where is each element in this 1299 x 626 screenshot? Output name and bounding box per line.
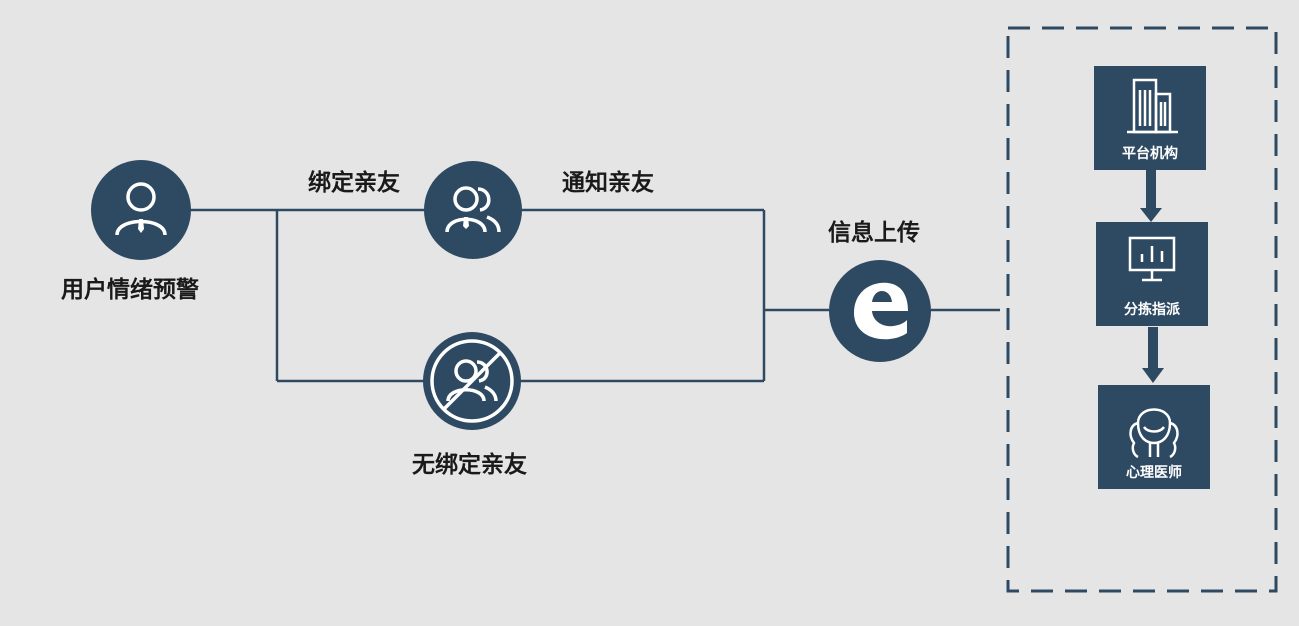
group-icon xyxy=(445,186,501,233)
arrow-head-2 xyxy=(1142,368,1164,383)
psychologist-box: 心理医师 xyxy=(1098,385,1210,489)
info-upload-node xyxy=(829,260,931,362)
building-icon xyxy=(1127,78,1178,134)
user-alert-label: 用户情绪预警 xyxy=(61,277,199,303)
dispatch-box: 分拣指派 xyxy=(1096,222,1208,326)
dispatch-label: 分拣指派 xyxy=(1124,302,1180,318)
monitor-chart-icon xyxy=(1128,236,1176,282)
no-bind-friends-label: 无绑定亲友 xyxy=(412,452,527,478)
user-alert-node xyxy=(91,160,191,260)
bind-friends-label: 绑定亲友 xyxy=(308,170,400,196)
arrow-shaft-1 xyxy=(1146,170,1156,210)
platform-box: 平台机构 xyxy=(1094,66,1206,170)
edge-e-icon xyxy=(854,282,908,340)
platform-label: 平台机构 xyxy=(1122,146,1178,162)
arrow-head-1 xyxy=(1140,208,1162,222)
notify-friends-label: 通知亲友 xyxy=(562,170,654,196)
panel-dashed-border xyxy=(1006,26,1278,593)
bind-friends-node xyxy=(424,161,522,259)
info-upload-label: 信息上传 xyxy=(828,220,920,246)
arrow-shaft-2 xyxy=(1148,327,1158,371)
psychologist-label: 心理医师 xyxy=(1126,465,1182,481)
group-prohibited-icon xyxy=(442,351,502,411)
doctor-icon xyxy=(1129,408,1179,459)
no-bind-friends-node xyxy=(423,332,521,430)
